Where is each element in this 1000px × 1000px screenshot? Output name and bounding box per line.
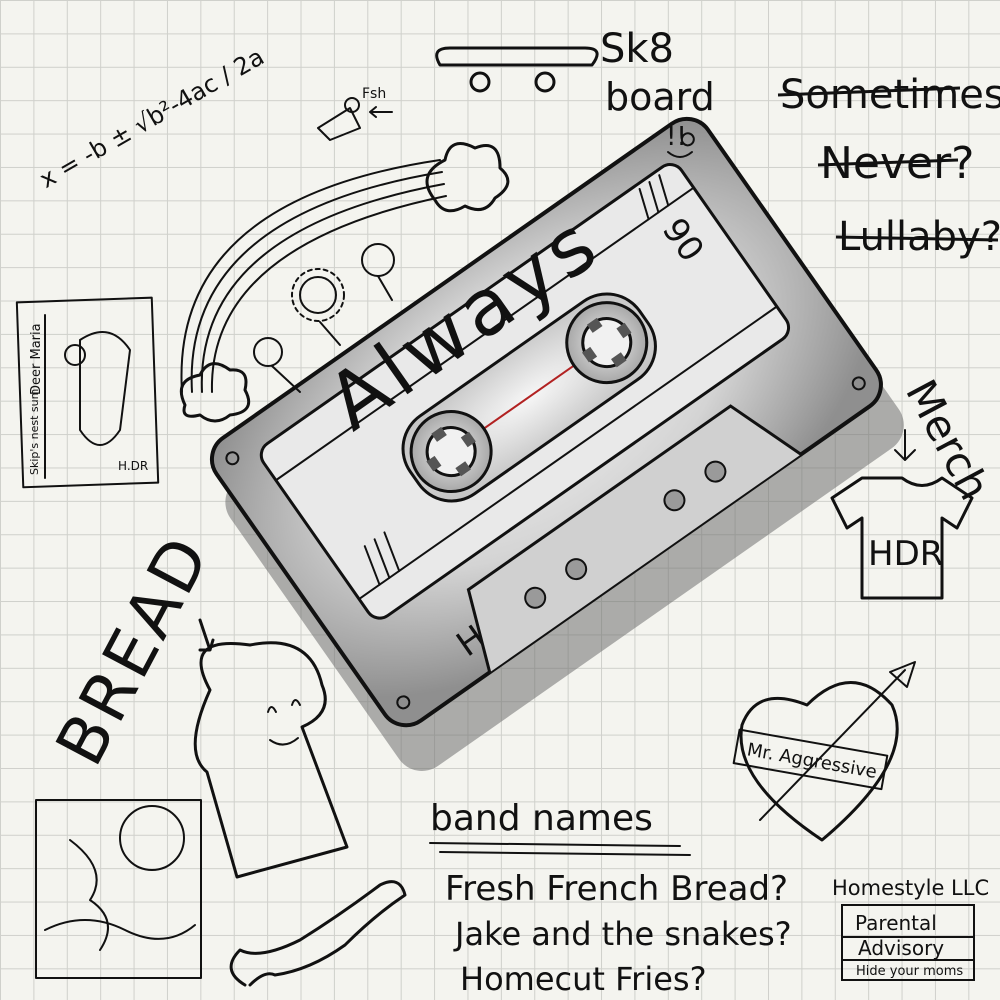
- fish-doodle: Fsh: [317, 86, 393, 141]
- left-reel-icon: [409, 410, 493, 494]
- cloud-icon: [425, 142, 510, 213]
- screw-icon: [225, 451, 240, 466]
- band-names-list: band names Fresh French Bread? Jake and …: [429, 798, 792, 998]
- snake-doodle: [229, 880, 407, 987]
- band-names-heading: band names: [430, 798, 653, 839]
- skateboard-label-2: board: [605, 75, 715, 119]
- band-name-item: Homecut Fries?: [460, 960, 707, 998]
- svg-text:Parental: Parental: [855, 911, 937, 935]
- band-name-item: Fresh French Bread?: [445, 869, 788, 909]
- merch-label: Merch: [896, 372, 999, 508]
- svg-text:Hide your moms: Hide your moms: [856, 964, 963, 979]
- svg-text:H.DR: H.DR: [118, 459, 148, 473]
- skateboard-note: !!: [666, 122, 687, 152]
- shirt-text: HDR: [868, 534, 943, 574]
- svg-text:x = -b ± √b²-4ac / 2a: x = -b ± √b²-4ac / 2a: [35, 43, 269, 194]
- band-name-item: Jake and the snakes?: [453, 915, 792, 953]
- arrow-down-icon: [894, 429, 916, 461]
- rainbow-doodle: [180, 159, 447, 393]
- svg-text:Fsh: Fsh: [362, 86, 386, 102]
- tshirt-icon: HDR: [830, 476, 974, 600]
- svg-text:Merch: Merch: [896, 372, 999, 508]
- toast-icon: [193, 641, 349, 879]
- parental-advisory-badge: Parental Advisory Hide your moms: [841, 904, 975, 981]
- svg-text:Deer Maria: Deer Maria: [29, 323, 44, 395]
- svg-text:Skip's nest sum: Skip's nest sum: [28, 389, 41, 475]
- bread-label: BREAD: [41, 522, 226, 778]
- svg-text:BREAD: BREAD: [41, 522, 226, 778]
- right-reel-icon: [565, 301, 649, 385]
- arrow-down-icon: [198, 618, 215, 652]
- title-ideas-list: Sometimes? Never? Lullaby?: [777, 72, 1000, 260]
- label-company: Homestyle LLC: [832, 876, 989, 900]
- cassette-tape: Always 90 H.D.R: [209, 116, 904, 771]
- poster-sketch-angel: Deer Maria Skip's nest sum H.DR: [15, 296, 160, 489]
- smile-doodle: [667, 151, 693, 158]
- stick-figure-band: [253, 243, 395, 393]
- poster-sketch-tornado: [35, 799, 202, 979]
- cloud-icon: [179, 362, 251, 423]
- svg-text:Advisory: Advisory: [858, 936, 944, 960]
- quadratic-formula-doodle: x = -b ± √b²-4ac / 2a: [35, 43, 269, 194]
- skateboard-icon: [435, 46, 599, 93]
- skateboard-label-1: Sk8: [600, 26, 674, 72]
